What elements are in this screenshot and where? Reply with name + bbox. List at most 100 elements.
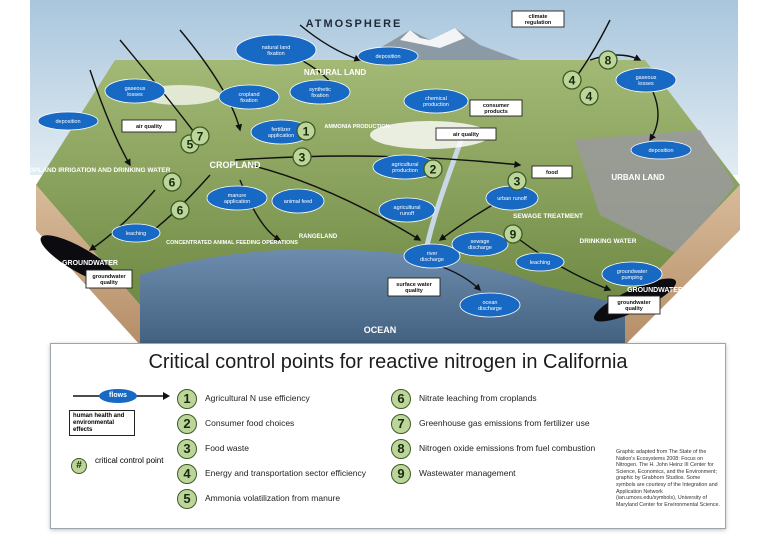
effect-box-text: groundwater [92,274,126,280]
flow-oval-text: sewage [471,239,490,245]
flow-oval-text: gaseous [636,75,657,81]
legend-item-label: Wastewater management [419,468,516,478]
flow-oval-text: deposition [648,148,673,154]
badge-number: 9 [510,228,517,242]
flow-oval-text: cropland [238,92,259,98]
flow-oval-text: urban runoff [497,196,527,202]
effect-box-text: climate [529,14,548,20]
legend-item-label: Food waste [205,443,249,453]
flow-oval-deposition-right: deposition [630,140,692,160]
flow-oval-text: river [427,251,438,257]
flow-oval-text: chemical [425,96,447,102]
effect-box-text: quality [100,280,119,286]
control-point-badge-b4a: 4 [562,70,582,90]
control-point-badge-b4b: 4 [579,86,599,106]
legend-item-badge: 8 [391,439,411,459]
ammonia-production-label: AMMONIA PRODUCTION [324,124,389,130]
badge-number: 3 [299,151,306,165]
flow-oval-text: pumping [621,275,642,281]
flow-oval-text: gaseous [125,86,146,92]
ocean-area [140,249,625,345]
flow-oval-text: leaching [530,260,551,266]
control-point-badge-b3a: 3 [292,147,312,167]
urban-land-label: URBAN LAND [611,173,665,182]
effect-box-text: quality [405,288,424,294]
flow-oval-text: losses [638,81,654,87]
legend-item-label: Energy and transportation sector efficie… [205,468,366,478]
legend-item-label: Nitrate leaching from croplands [419,393,537,403]
legend-item-badge: 2 [177,414,197,434]
legend-item-label: Consumer food choices [205,418,295,428]
flow-oval-text: application [268,133,294,139]
flow-oval-text: deposition [375,54,400,60]
badge-number: 6 [169,176,176,190]
badge-number: 5 [187,138,194,152]
flow-oval-text: fertilizer [271,127,290,133]
effect-box-text: food [546,170,558,176]
legend-ccp-badge: # [71,458,87,474]
legend-item-badge: 6 [391,389,411,409]
flow-oval-text: fixation [311,93,328,99]
effect-box-air-quality-left: air quality [121,119,177,133]
legend-item-badge: 4 [177,464,197,484]
flow-oval-text: production [423,102,449,108]
flow-oval-text: discharge [478,306,502,312]
drinking-water-label: DRINKING WATER [580,238,637,245]
flow-oval-text: runoff [400,211,414,217]
flow-oval-text: leaching [126,231,147,237]
cropland-label: CROPLAND [210,160,261,170]
credit-text: Graphic adapted from The State of the Na… [616,449,720,508]
rangeland-label: RANGELAND [299,234,338,240]
badge-number: 2 [430,163,437,177]
legend-item-label: Ammonia volatilization from manure [205,493,341,503]
flow-oval-urban-runoff: urban runoff [485,185,539,211]
flow-oval-text: groundwater [617,269,648,275]
control-point-badge-b7: 7 [190,126,210,146]
badge-number: 7 [197,130,204,144]
control-point-badge-b3b: 3 [507,171,527,191]
legend-item-badge: 1 [177,389,197,409]
effect-box-text: groundwater [617,300,651,306]
legend-ccp-key: # critical control point [71,456,171,486]
control-point-badge-b1: 1 [296,121,316,141]
flow-oval-text: deposition [55,119,80,125]
flow-oval-text: discharge [420,257,444,263]
control-point-badge-b6b: 6 [170,200,190,220]
effect-box-food: food [531,165,573,179]
effect-box-text: regulation [525,20,552,26]
flow-oval-text: synthetic [309,87,331,93]
legend-item-badge: 7 [391,414,411,434]
legend-item-badge: 3 [177,439,197,459]
legend-flows-key: flows [71,389,171,405]
ocean-label: OCEAN [364,325,397,335]
effect-box-air-quality-center: air quality [435,127,497,141]
flow-oval-text: natural land [262,45,291,51]
effect-box-text: surface water [396,282,432,288]
legend-item-label: Nitrogen oxide emissions from fuel combu… [419,443,596,453]
badge-number: 6 [177,204,184,218]
flow-oval-leaching-left: leaching [111,223,161,243]
groundwater-right-label: GROUNDWATER [627,287,683,294]
control-point-badge-b6a: 6 [162,172,182,192]
legend-title: Critical control points for reactive nit… [148,351,628,373]
nitrogen-cycle-diagram: ATMOSPHERE NATURAL LAND CROPLAND CROPLAN… [30,0,740,345]
flow-oval-text: losses [127,92,143,98]
land-surface [36,60,740,305]
sewage-treatment-label: SEWAGE TREATMENT [513,213,583,220]
legend-item-label: Agricultural N use efficiency [205,393,310,403]
river [422,129,468,256]
legend-flows-oval: flows [99,389,137,403]
natural-land-label: NATURAL LAND [304,68,367,77]
